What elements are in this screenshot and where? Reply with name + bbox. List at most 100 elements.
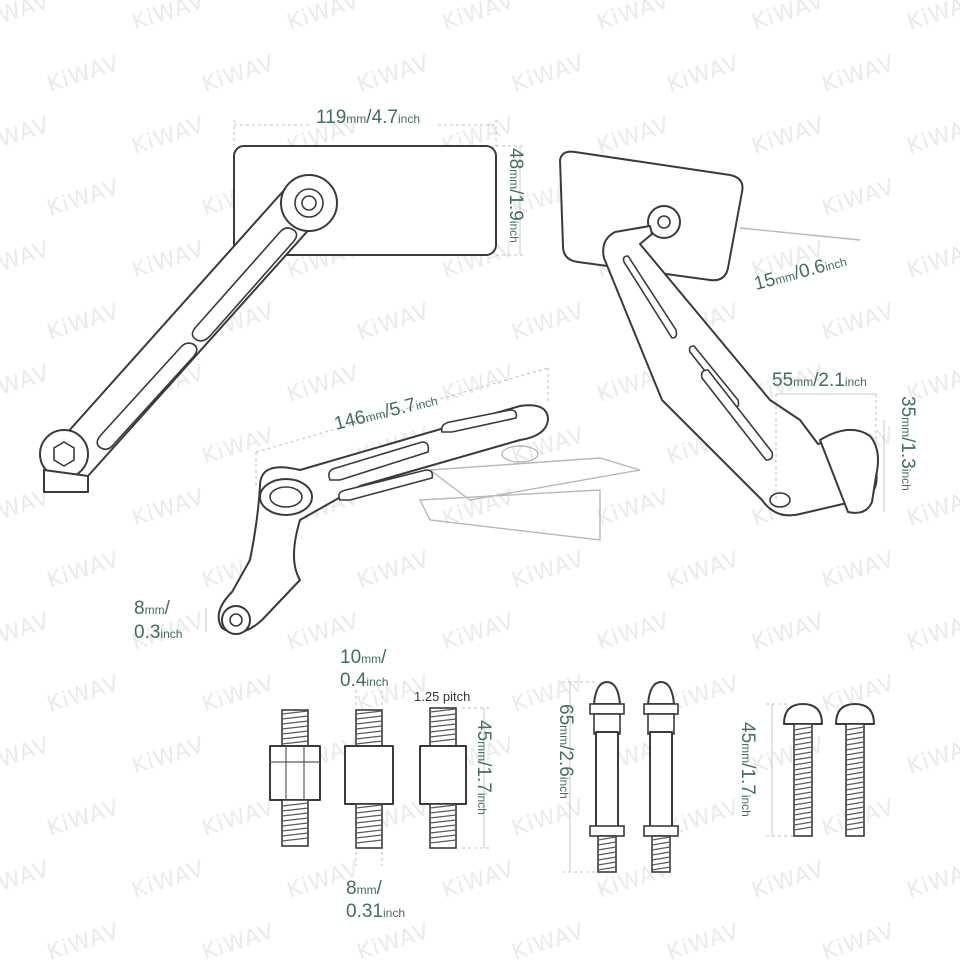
watermark-text: KiWAV: [199, 423, 278, 470]
watermark-text: KiWAV: [199, 51, 278, 98]
thread-line: [597, 861, 617, 866]
thread-line: [845, 751, 865, 756]
thread-line: [793, 821, 813, 826]
thread-line: [793, 806, 813, 811]
watermark-text: KiWAV: [0, 857, 53, 904]
thread-line: [793, 761, 813, 766]
thread-line: [429, 814, 457, 819]
thread-line: [281, 812, 309, 817]
thread-line: [845, 811, 865, 816]
watermark-text: KiWAV: [594, 609, 673, 656]
watermark-text: KiWAV: [354, 547, 433, 594]
watermark-text: KiWAV: [44, 795, 123, 842]
watermark-text: KiWAV: [749, 857, 828, 904]
watermark-text: KiWAV: [0, 733, 53, 780]
thread-line: [429, 738, 457, 743]
thread-line: [845, 766, 865, 771]
watermark-text: KiWAV: [509, 919, 588, 960]
thread-line: [845, 741, 865, 746]
long-bolt-2: [643, 681, 679, 873]
thread-line: [793, 741, 813, 746]
thread-line: [355, 730, 383, 735]
watermark-text: KiWAV: [594, 0, 673, 36]
thread-line: [355, 834, 383, 839]
dim-depth: 15mm/0.6inch: [752, 250, 849, 295]
thread-line: [793, 786, 813, 791]
thread-line: [793, 736, 813, 741]
thread-line: [651, 841, 671, 846]
watermark-text: KiWAV: [819, 51, 898, 98]
thread-line: [281, 740, 309, 745]
watermark-text: KiWAV: [439, 609, 518, 656]
watermark-text: KiWAV: [904, 857, 960, 904]
thread-line: [793, 771, 813, 776]
dim-thread-dia-mm: 8mm/: [346, 878, 383, 899]
thread-line: [845, 781, 865, 786]
mirror-side-view: 15mm/0.6inch 55mm/2.1inch 35mm/1.3inch: [559, 150, 918, 517]
watermark-text: KiWAV: [439, 857, 518, 904]
hex-socket-icon: [53, 441, 75, 467]
watermark-text: KiWAV: [44, 51, 123, 98]
thread-line: [793, 811, 813, 816]
thread-line: [597, 851, 617, 856]
thread-line: [651, 856, 671, 861]
thread-line: [793, 816, 813, 821]
thread-line: [597, 836, 617, 841]
thread-line: [281, 832, 309, 837]
thread-line: [281, 817, 309, 822]
watermark-text: KiWAV: [904, 237, 960, 284]
thread-line: [429, 809, 457, 814]
watermark-text: KiWAV: [749, 113, 828, 160]
watermark-text: KiWAV: [129, 0, 208, 36]
mirror-top-view: 119mm/4.7inch 48mm/1.9inch: [39, 107, 526, 493]
watermark-text: KiWAV: [354, 51, 433, 98]
thread-line: [793, 796, 813, 801]
watermark-text: KiWAV: [129, 113, 208, 160]
watermark-text: KiWAV: [284, 0, 363, 36]
watermark-text: KiWAV: [904, 113, 960, 160]
watermark-text: KiWAV: [594, 113, 673, 160]
thread-line: [281, 730, 309, 735]
watermark-text: KiWAV: [0, 0, 53, 36]
thread-line: [355, 839, 383, 844]
thread-line: [429, 713, 457, 718]
watermark-text: KiWAV: [199, 671, 278, 718]
thread-line: [845, 756, 865, 761]
watermark-text: KiWAV: [0, 237, 53, 284]
dim-mount-hole-inch: 0.3inch: [134, 622, 182, 643]
thread-line: [845, 731, 865, 736]
thread-line: [793, 791, 813, 796]
thread-line: [793, 781, 813, 786]
thread-line: [281, 807, 309, 812]
thread-line: [845, 821, 865, 826]
thread-line: [355, 814, 383, 819]
thread-line: [793, 826, 813, 831]
watermark-text: KiWAV: [664, 51, 743, 98]
thread-line: [281, 715, 309, 720]
watermark-text: KiWAV: [44, 299, 123, 346]
watermark-text: KiWAV: [44, 671, 123, 718]
thread-line: [281, 720, 309, 725]
thread-line: [281, 735, 309, 740]
thread-line: [793, 746, 813, 751]
watermark-text: KiWAV: [44, 175, 123, 222]
watermark-text: KiWAV: [284, 361, 363, 408]
dim-base-height: 35mm/1.3inch: [897, 396, 918, 491]
thread-line: [429, 824, 457, 829]
thread-line: [429, 804, 457, 809]
thread-line: [793, 726, 813, 731]
thread-line: [845, 726, 865, 731]
thread-line: [845, 771, 865, 776]
thread-line: [845, 786, 865, 791]
thread-line: [845, 776, 865, 781]
thread-line: [429, 728, 457, 733]
thread-line: [355, 829, 383, 834]
watermark-text: KiWAV: [904, 609, 960, 656]
thread-line: [651, 851, 671, 856]
watermark-text: KiWAV: [594, 485, 673, 532]
thread-line: [429, 839, 457, 844]
adapter-hex-nut: [269, 709, 321, 847]
thread-line: [281, 837, 309, 842]
thread-line: [793, 766, 813, 771]
